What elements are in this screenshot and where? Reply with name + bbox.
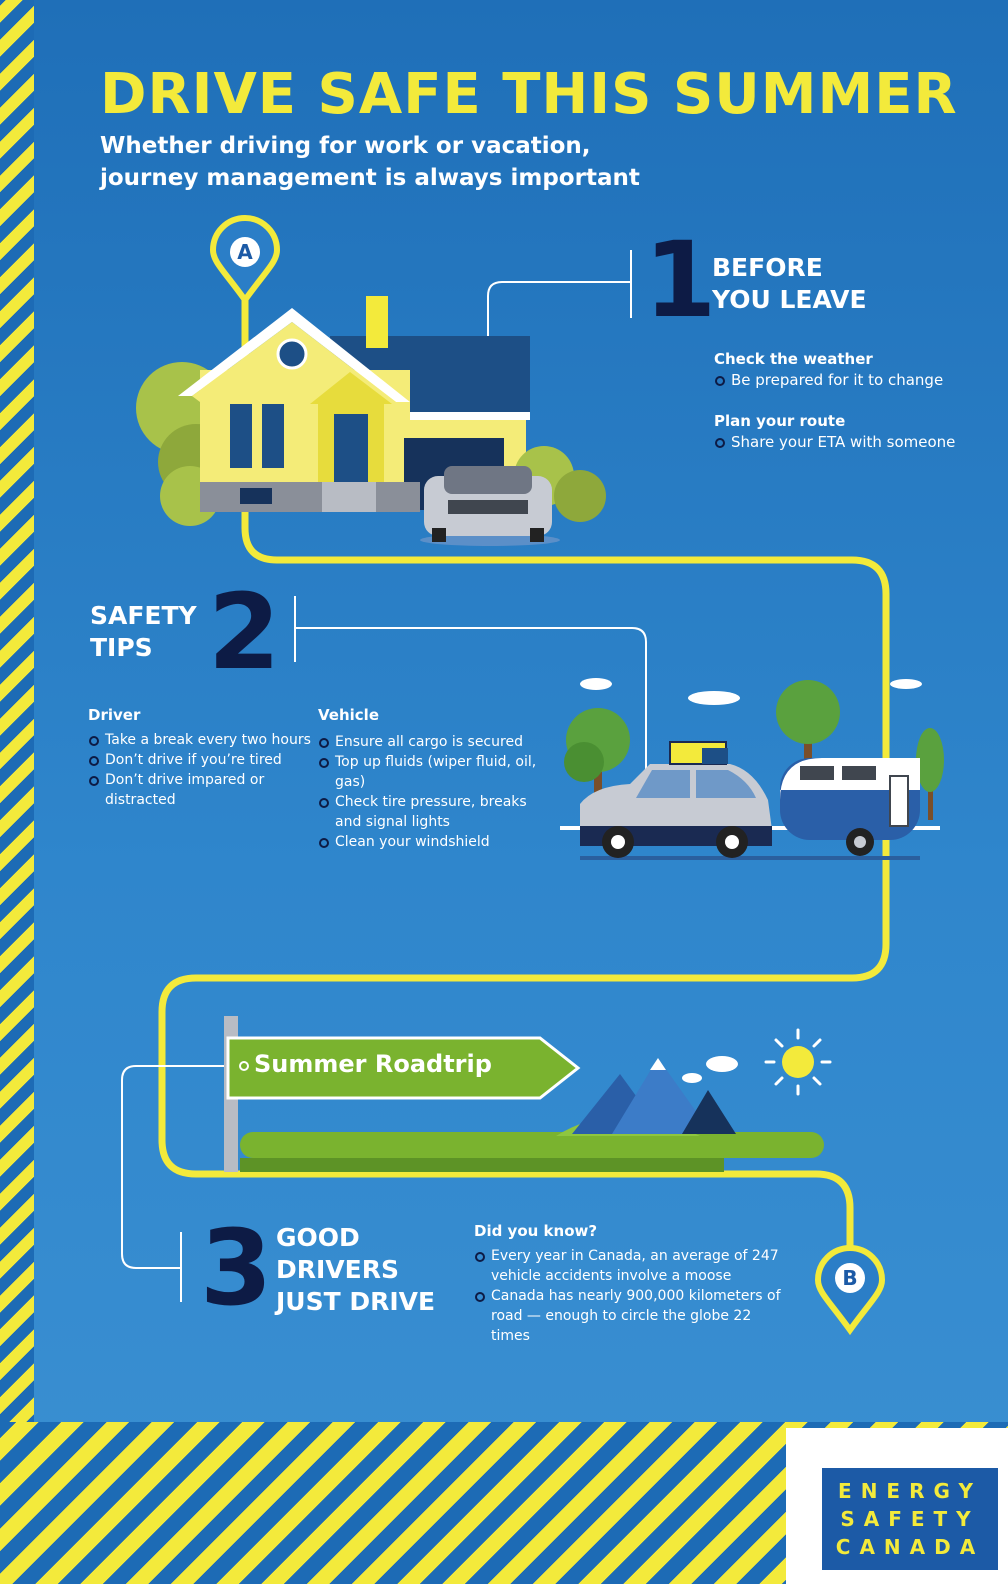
- pin-a-label: A: [237, 240, 253, 264]
- section-2-number: 2: [208, 571, 281, 693]
- logo-line-2: SAFETY: [840, 1507, 980, 1531]
- section-1-group-2-title: Plan your route: [714, 412, 846, 430]
- section-1-group-1-list: Be prepared for it to change: [714, 370, 994, 390]
- summer-roadtrip-sign-label: Summer Roadtrip: [254, 1050, 492, 1078]
- list-item: Check tire pressure, breaks and signal l…: [318, 792, 538, 832]
- location-pin-a-icon: [209, 215, 281, 306]
- section-2-heading: SAFETY TIPS: [90, 600, 197, 664]
- journey-path: [158, 286, 890, 1300]
- page-title: DRIVE SAFE THIS SUMMER: [100, 62, 958, 127]
- vehicle-tips-title: Vehicle: [318, 706, 379, 724]
- facts-list: Every year in Canada, an average of 247 …: [474, 1246, 794, 1346]
- list-item: Don’t drive if you’re tired: [88, 750, 314, 770]
- list-item: Ensure all cargo is secured: [318, 732, 538, 752]
- list-item: Share your ETA with someone: [714, 432, 994, 452]
- driver-tips-title: Driver: [88, 706, 141, 724]
- section-1-heading-line1: BEFORE: [712, 253, 823, 282]
- location-pin-b-icon: [814, 1245, 886, 1336]
- section-3-heading-line1: GOOD: [276, 1223, 360, 1252]
- section-2-heading-line2: TIPS: [90, 633, 153, 662]
- page-subtitle: Whether driving for work or vacation, jo…: [100, 133, 640, 191]
- section-3-heading-line3: JUST DRIVE: [276, 1287, 436, 1316]
- section-1-heading-line2: YOU LEAVE: [712, 285, 867, 314]
- section-2-heading-line1: SAFETY: [90, 601, 197, 630]
- vehicle-tips-list: Ensure all cargo is secured Top up fluid…: [318, 732, 538, 852]
- section-1-group-1-title: Check the weather: [714, 350, 873, 368]
- driver-tips-list: Take a break every two hours Don’t drive…: [88, 730, 314, 810]
- section-3-number: 3: [200, 1207, 273, 1329]
- list-item: Every year in Canada, an average of 247 …: [474, 1246, 794, 1286]
- facts-title: Did you know?: [474, 1222, 598, 1240]
- section-1-number: 1: [644, 219, 717, 341]
- section-1-heading: BEFORE YOU LEAVE: [712, 252, 867, 316]
- logo-line-3: CANADA: [835, 1535, 985, 1559]
- list-item: Don’t drive impared or distracted: [88, 770, 314, 810]
- pin-b-label: B: [842, 1266, 858, 1290]
- energy-safety-canada-logo: ENERGY SAFETY CANADA: [822, 1468, 998, 1570]
- logo-line-1: ENERGY: [838, 1479, 982, 1503]
- list-item: Be prepared for it to change: [714, 370, 994, 390]
- left-hazard-stripes: [0, 0, 34, 1584]
- roadtrip-sign-illustration: [224, 1016, 824, 1172]
- section-3-heading-line2: DRIVERS: [276, 1255, 399, 1284]
- section-1-group-2-list: Share your ETA with someone: [714, 432, 994, 452]
- car-trailer-illustration: [560, 678, 944, 860]
- connector-lines: [121, 250, 647, 1302]
- section-3-heading: GOOD DRIVERS JUST DRIVE: [276, 1222, 435, 1318]
- sun-icon: [764, 1028, 832, 1096]
- list-item: Canada has nearly 900,000 kilometers of …: [474, 1286, 794, 1346]
- list-item: Take a break every two hours: [88, 730, 314, 750]
- house-illustration: [136, 296, 606, 546]
- list-item: Top up fluids (wiper fluid, oil, gas): [318, 752, 538, 792]
- list-item: Clean your windshield: [318, 832, 538, 852]
